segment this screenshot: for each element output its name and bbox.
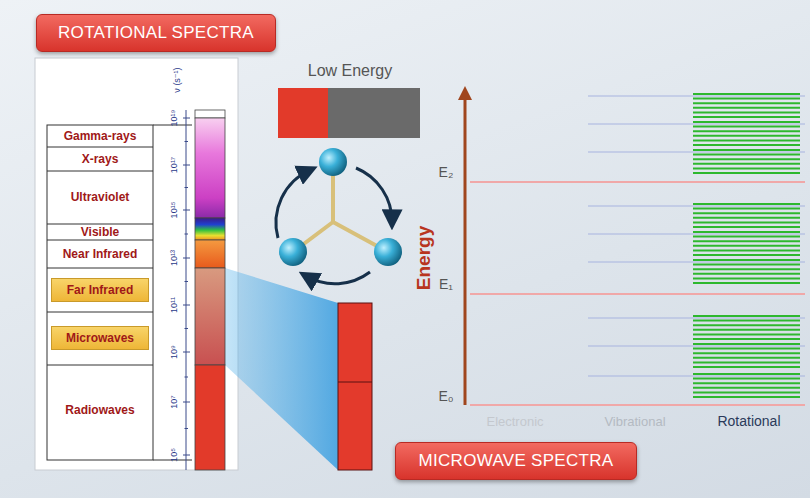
tick-label: 10⁷	[169, 395, 179, 408]
energy-bar	[278, 88, 420, 138]
tick-label: 10¹⁷	[169, 157, 179, 173]
region-label: Gamma-rays	[64, 129, 137, 143]
zoom-wedge	[225, 268, 338, 470]
microwave-bar	[338, 303, 372, 470]
region-label: Near Infrared	[63, 247, 138, 261]
energy-levels	[458, 86, 805, 405]
rotating-molecule	[276, 148, 402, 284]
level-type-label: Electronic	[486, 414, 543, 429]
level-type-label: Vibrational	[604, 414, 665, 429]
node-text: ROTATIONAL SPECTRA	[47, 23, 265, 43]
region-label: Radiowaves	[65, 403, 134, 417]
tick-label: 10⁹	[169, 345, 179, 359]
node-text: MICROWAVE SPECTRA	[406, 451, 626, 471]
band-box: Far Infrared	[51, 278, 149, 302]
spectrum-bar	[195, 110, 225, 470]
tick-label: 10¹¹	[169, 297, 179, 313]
spectrum-panel	[35, 58, 238, 470]
level-label: E₂	[439, 164, 454, 180]
region-table	[47, 125, 192, 460]
level-label: E₀	[438, 388, 453, 404]
tick-label: 10¹⁹	[169, 110, 179, 127]
title-box: ROTATIONAL SPECTRA	[36, 14, 276, 52]
caption-box: MICROWAVE SPECTRA	[395, 442, 637, 480]
region-label: X-rays	[82, 152, 119, 166]
node-text: Far Infrared	[56, 283, 144, 297]
band-box: Microwaves	[51, 326, 149, 350]
node-text: Microwaves	[56, 331, 144, 345]
axis-label: ν (s⁻¹)	[172, 67, 182, 92]
region-label: Ultraviolet	[71, 190, 130, 204]
tick-label: 10⁵	[169, 448, 179, 462]
axis-ticks	[183, 110, 190, 470]
tick-label: 10¹⁵	[169, 202, 179, 219]
tick-label: 10¹³	[169, 250, 179, 266]
energy-caption: Low Energy	[308, 62, 393, 80]
level-type-label: Rotational	[717, 413, 780, 429]
level-label: E₁	[439, 276, 453, 292]
region-label: Visible	[81, 225, 119, 239]
axis-label: Energy	[413, 226, 435, 290]
